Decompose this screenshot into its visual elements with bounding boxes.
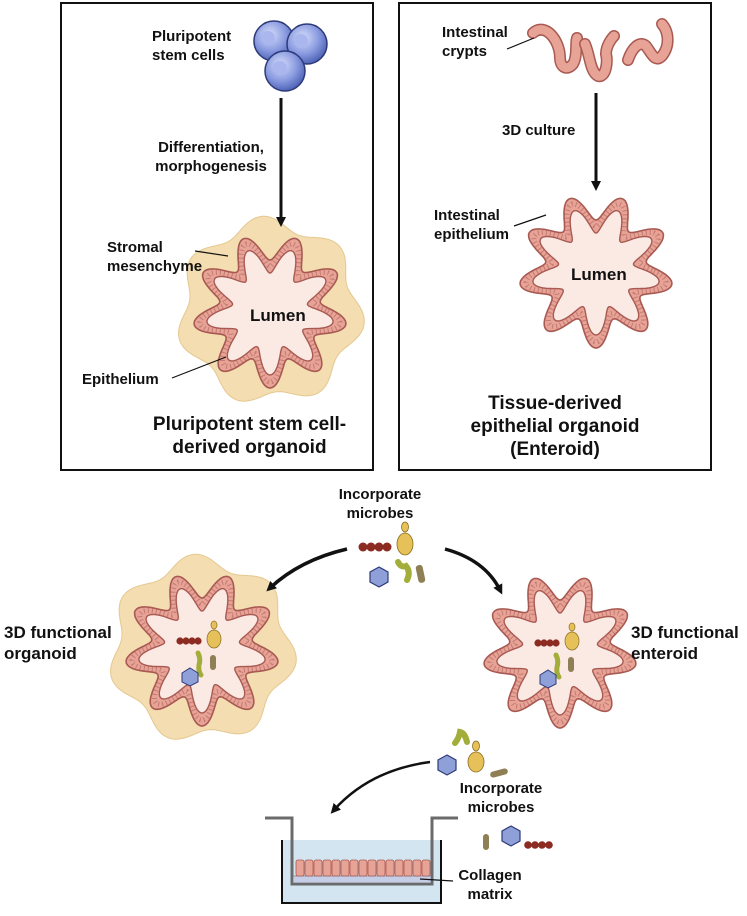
virus-icon bbox=[501, 825, 521, 847]
left-lumen-label: Lumen bbox=[250, 306, 306, 325]
transwell-icon bbox=[265, 816, 458, 904]
microbes-to-organoid-arrow bbox=[266, 547, 348, 592]
incorporate-microbes-bottom-label: Incorporate microbes bbox=[459, 780, 543, 816]
crypts-leader bbox=[506, 37, 535, 50]
collagen-matrix-label: Collagen matrix bbox=[458, 867, 522, 903]
yeast-icon bbox=[396, 521, 414, 556]
monolayer-cell bbox=[349, 859, 359, 877]
right-panel-title-line2: epithelial organoid bbox=[470, 416, 640, 437]
monolayer-cell bbox=[376, 859, 386, 877]
internal-microbes bbox=[176, 620, 222, 687]
yeast-icon bbox=[467, 740, 485, 773]
left-epithelium-label: Epithelium bbox=[82, 371, 159, 388]
functional-organoid-drawing bbox=[109, 553, 297, 740]
intestinal-crypts-icon bbox=[527, 18, 674, 83]
right-lumen-label: Lumen bbox=[571, 265, 627, 284]
rod-bacterium-icon bbox=[490, 768, 508, 778]
microbes-cluster-top bbox=[358, 521, 426, 588]
lumen-area bbox=[138, 588, 266, 714]
green-bacterium-icon bbox=[395, 559, 412, 583]
internal-microbes bbox=[534, 622, 580, 689]
mesenchyme-leader bbox=[194, 250, 229, 257]
differentiation-label: Differentiation, morphogenesis bbox=[155, 139, 267, 175]
pluripotent-organoid-drawing bbox=[177, 215, 365, 402]
stem-cells-icon bbox=[253, 20, 328, 92]
monolayer-cell bbox=[295, 859, 305, 877]
lumen-area bbox=[496, 590, 624, 716]
monolayer-cell bbox=[331, 859, 341, 877]
green-bacterium-icon bbox=[452, 728, 470, 746]
enteroid-drawing bbox=[519, 197, 673, 349]
lumen-area bbox=[206, 250, 334, 376]
monolayer-cell bbox=[403, 859, 413, 877]
monolayer-cell bbox=[358, 859, 368, 877]
stromal-mesenchyme-label: Stromal mesenchyme bbox=[107, 239, 203, 275]
rod-bacterium-icon bbox=[483, 834, 489, 850]
right-panel-frame bbox=[398, 2, 712, 471]
intestinal-crypts-label: Intestinal crypts bbox=[442, 24, 508, 60]
microbes-to-enteroid-arrow bbox=[444, 547, 503, 595]
epithelial-cells bbox=[523, 201, 669, 345]
red-bacteria-chain-icon bbox=[358, 542, 392, 552]
monolayer-cell bbox=[367, 859, 377, 877]
right-panel-title-line3: (Enteroid) bbox=[510, 439, 600, 460]
epithelium-leader bbox=[171, 356, 227, 379]
stem-cells-label: Pluripotent stem cells bbox=[152, 28, 232, 64]
functional-enteroid-drawing bbox=[483, 577, 637, 729]
left-panel-title: Pluripotent stem cell-derived organoid bbox=[152, 414, 347, 458]
monolayer-cell bbox=[304, 859, 314, 877]
microbes-cluster-bottom bbox=[437, 728, 553, 850]
epithelial-cells bbox=[487, 581, 633, 725]
collagen-leader bbox=[419, 878, 454, 882]
monolayer-cell bbox=[340, 859, 350, 877]
monolayer-cell bbox=[394, 859, 404, 877]
virus-icon bbox=[437, 754, 457, 776]
functional-enteroid-label: 3D functional enteroid bbox=[631, 623, 739, 663]
incorporate-microbes-top-label: Incorporate microbes bbox=[338, 486, 422, 522]
monolayer-cell bbox=[385, 859, 395, 877]
monolayer-cell bbox=[313, 859, 323, 877]
culture-label: 3D culture bbox=[502, 122, 576, 139]
monolayer-cell bbox=[412, 859, 422, 877]
functional-organoid-label: 3D functional organoid bbox=[4, 623, 112, 663]
epithelial-cells bbox=[197, 241, 343, 385]
red-bacteria-chain-icon bbox=[524, 841, 553, 849]
left-panel-frame bbox=[60, 2, 374, 471]
monolayer-cell bbox=[421, 859, 431, 877]
virus-icon bbox=[369, 566, 389, 588]
right-panel-title-line1: Tissue-derived bbox=[488, 393, 622, 414]
monolayer-cell bbox=[322, 859, 332, 877]
microbes-to-transwell-arrow bbox=[330, 760, 431, 814]
intestinal-epithelium-label: Intestinal epithelium bbox=[434, 207, 510, 243]
intestinal-epithelium-leader bbox=[513, 214, 547, 227]
rod-bacterium-icon bbox=[415, 564, 426, 583]
collagen-matrix-layer bbox=[292, 875, 432, 884]
epithelial-cells bbox=[129, 579, 275, 723]
lumen-area bbox=[532, 210, 660, 336]
